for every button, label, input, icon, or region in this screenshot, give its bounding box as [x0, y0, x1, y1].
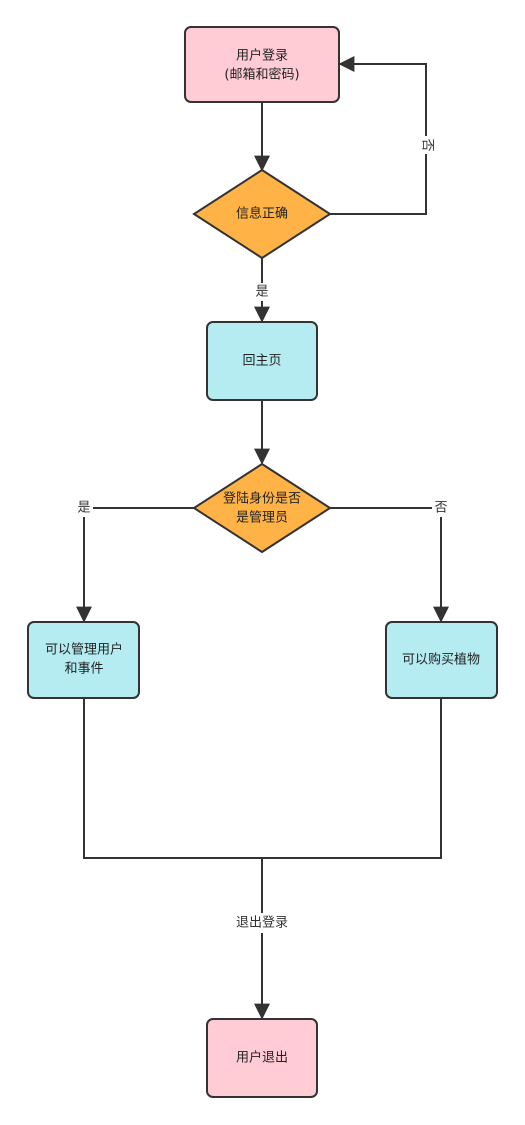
label-info-no: 否: [420, 138, 435, 151]
node-manage-line2: 和事件: [64, 662, 103, 677]
edge-check-admin-no-to-buy: [330, 507, 449, 623]
node-manage[interactable]: 可以管理用户 和事件: [27, 621, 140, 699]
node-check-admin[interactable]: 登陆身份是否 是管理员: [192, 462, 332, 554]
edge-buy-to-join: [262, 699, 442, 859]
edge-labels-group: 否 是 是 否 退出登录: [75, 136, 450, 933]
node-login[interactable]: 用户登录 (邮箱和密码): [184, 26, 340, 103]
node-check-admin-line2: 是管理员: [236, 511, 288, 526]
edge-check-info-no-to-login: [330, 56, 427, 215]
label-to-logout: 退出登录: [236, 916, 288, 931]
label-admin-no: 否: [434, 501, 447, 516]
label-info-yes: 是: [255, 285, 268, 300]
node-home-line1: 回主页: [242, 354, 281, 369]
node-login-line2: (邮箱和密码): [224, 67, 299, 83]
node-logout-line1: 用户退出: [236, 1050, 288, 1066]
label-admin-yes: 是: [77, 501, 90, 516]
node-home[interactable]: 回主页: [206, 321, 318, 401]
node-manage-line1: 可以管理用户: [45, 642, 123, 658]
node-login-line1: 用户登录: [236, 48, 288, 64]
node-buy-line1: 可以购买植物: [402, 652, 480, 668]
node-check-info-line1: 信息正确: [236, 206, 288, 222]
node-check-admin-line1: 登陆身份是否: [223, 491, 301, 507]
node-logout[interactable]: 用户退出: [206, 1018, 318, 1098]
edge-check-admin-yes-to-manage: [76, 507, 194, 623]
node-check-info[interactable]: 信息正确: [192, 168, 332, 260]
node-buy[interactable]: 可以购买植物: [385, 621, 498, 699]
edge-manage-to-join: [83, 699, 262, 859]
